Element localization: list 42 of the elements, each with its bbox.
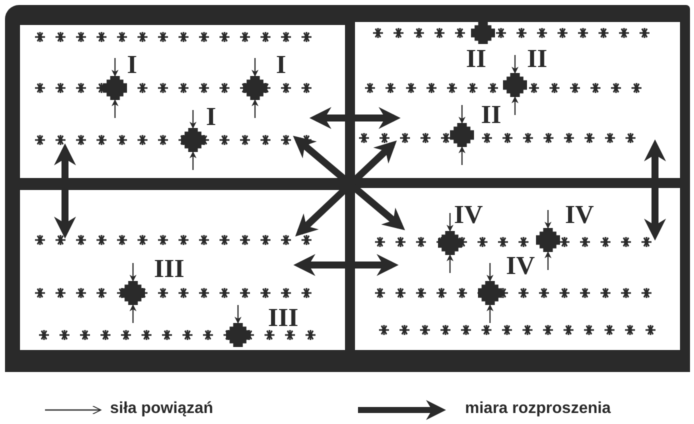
arrow xyxy=(112,58,118,77)
quadrant-panel xyxy=(20,190,345,350)
arrow xyxy=(446,254,454,273)
arrow xyxy=(486,304,494,323)
arrow xyxy=(544,251,552,270)
cluster-label: I xyxy=(206,104,216,130)
arrow xyxy=(190,151,196,170)
cluster-label: III xyxy=(268,305,298,331)
legend-text: miara rozproszenia xyxy=(465,400,611,418)
double-arrow xyxy=(293,254,399,276)
double-arrow xyxy=(295,140,397,237)
cluster-label: IV xyxy=(506,253,535,279)
arrow xyxy=(458,105,466,124)
cluster-label: IV xyxy=(454,202,483,228)
cluster-label: I xyxy=(276,52,286,78)
double-arrow xyxy=(292,136,406,230)
arrow xyxy=(512,96,518,115)
double-arrow xyxy=(54,143,76,239)
cluster-label: III xyxy=(154,256,184,282)
cluster-label: II xyxy=(466,46,486,72)
quadrant-panel xyxy=(355,22,680,178)
quadrant-panel xyxy=(20,25,345,178)
cluster-label: I xyxy=(127,52,138,78)
arrow xyxy=(458,146,466,165)
arrow xyxy=(512,55,518,74)
cluster-label: II xyxy=(481,102,502,128)
arrow xyxy=(130,263,136,282)
quadrant-panel xyxy=(355,188,680,350)
arrow xyxy=(252,99,258,118)
arrow xyxy=(486,263,494,282)
cluster-label: II xyxy=(527,46,548,72)
legend-text: siła powiązań xyxy=(110,400,214,418)
double-arrow xyxy=(644,139,666,241)
cluster-label: IV xyxy=(565,202,594,228)
arrow xyxy=(234,305,242,324)
arrow xyxy=(130,304,136,323)
arrow xyxy=(446,213,454,232)
arrow xyxy=(190,110,196,129)
double-arrow xyxy=(309,107,401,129)
arrow xyxy=(252,58,258,77)
arrow xyxy=(544,210,552,229)
arrow xyxy=(112,99,118,118)
